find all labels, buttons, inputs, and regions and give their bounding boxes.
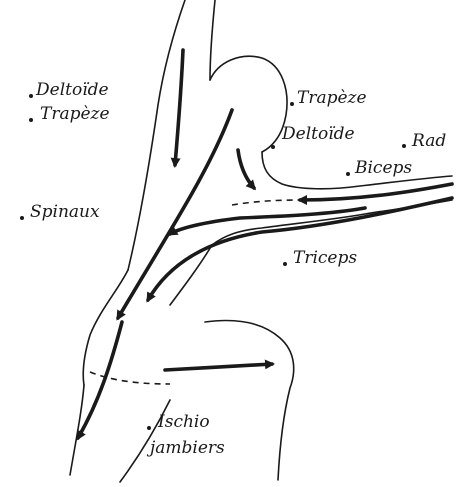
label-ischio-line2: jambiers [150,440,225,457]
label-deltoide-left: Deltoïde [36,82,109,99]
label-trapeze-left: Trapèze [40,106,110,123]
dot-deltoide-left [29,94,33,98]
label-deltoide-right: Deltoïde [282,126,355,143]
arrow-biceps-left [300,184,452,200]
label-ischio-line1: Ischio [158,414,210,431]
dot-spinaux [20,216,24,220]
dot-ischio [147,426,151,430]
label-trapeze-right: Trapèze [297,90,367,107]
dot-deltoide-right [271,145,275,149]
dot-biceps [346,172,350,176]
raised-arm-inner-outline [210,0,215,80]
label-triceps: Triceps [293,250,357,267]
label-rad: Rad [412,133,446,150]
arrow-deltoide-down [175,50,183,165]
arrow-trapeze-diagonal [118,110,232,318]
arrow-shoulder-down [238,150,254,188]
dot-trapeze-right [290,102,294,106]
label-spinaux: Spinaux [30,204,100,221]
dot-trapeze-left [29,118,33,122]
torso-front-outline [170,245,212,305]
dot-triceps [283,262,287,266]
arm-dashed-line [232,200,300,205]
dot-rad [402,144,406,148]
arrow-ischio-right [165,364,272,370]
label-biceps: Biceps [355,160,412,177]
